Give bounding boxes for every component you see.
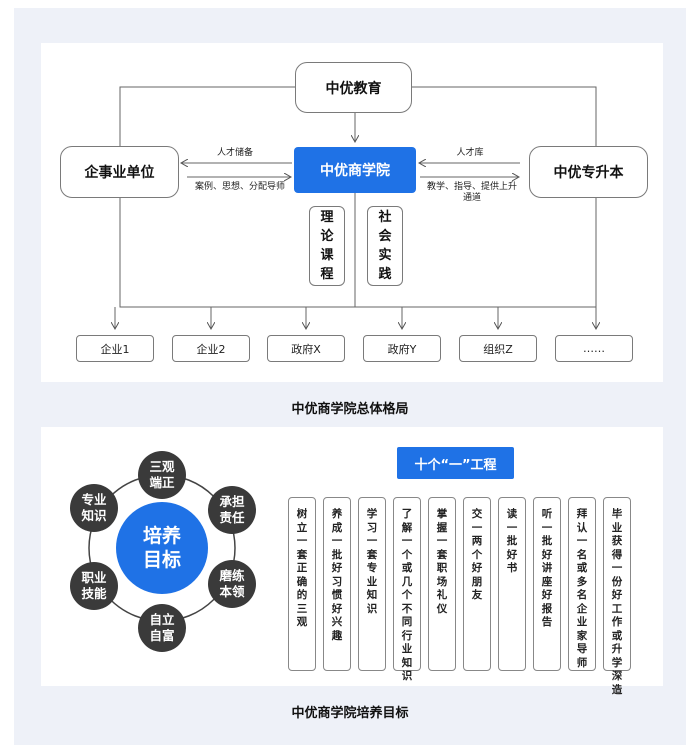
project-column-4: 了解一个或几个不同行业知识: [393, 497, 421, 682]
top-node: 中优教育: [295, 62, 412, 113]
left-node: 企事业单位: [60, 146, 179, 198]
project-column-7: 读一批好书: [498, 497, 526, 671]
project-column-2-label: 养成一批好习惯好兴趣: [331, 508, 343, 642]
orbit-node-6: 专业知识: [70, 484, 118, 532]
project-column-5-label: 掌握一套职场礼仪: [436, 508, 448, 615]
orbit-node-2-label: 承担责任: [219, 494, 245, 525]
social-practice-label: 社会实践: [378, 210, 392, 282]
orbit-node-3: 磨练本领: [208, 560, 256, 608]
leaf-node-2: 企业2: [172, 335, 250, 362]
orbit-node-4: 自立自富: [138, 604, 186, 652]
project-column-6-label: 交一两个好朋友: [471, 508, 483, 601]
project-column-1-label: 树立一套正确的三观: [296, 508, 308, 628]
orbit-node-1: 三观端正: [138, 451, 186, 499]
orbit-node-5: 职业技能: [70, 562, 118, 610]
project-column-10: 毕业获得一份好工作或升学深造: [603, 497, 631, 696]
structure-caption: 中优商学院总体格局: [291, 402, 409, 417]
project-column-1: 树立一套正确的三观: [288, 497, 316, 671]
goals-center-label: 培养目标: [142, 525, 181, 571]
ten-projects-header: 十个“一”工程: [397, 447, 514, 479]
goals-center-circle: 培养目标: [116, 502, 208, 594]
project-column-3-label: 学习一套专业知识: [366, 508, 378, 615]
project-column-9: 拜认一名或多名企业家导师: [568, 497, 596, 671]
leaf-node-1: 企业1: [76, 335, 154, 362]
project-column-6: 交一两个好朋友: [463, 497, 491, 671]
leaf-node-3: 政府X: [267, 335, 345, 362]
leaf-node-6: ……: [555, 335, 633, 362]
project-column-7-label: 读一批好书: [506, 508, 518, 574]
left-arrow-bottom-label: 案例、思想、分配导师: [194, 182, 285, 192]
orbit-node-3-label: 磨练本领: [219, 568, 245, 599]
orbit-node-5-label: 职业技能: [81, 570, 107, 601]
right-arrow-top-label: 人才库: [456, 148, 484, 158]
social-practice-box: 社会实践: [367, 206, 403, 286]
project-column-2: 养成一批好习惯好兴趣: [323, 497, 351, 671]
project-column-8-label: 听一批好讲座好报告: [541, 508, 553, 628]
orbit-node-2: 承担责任: [208, 486, 256, 534]
goals-caption: 中优商学院培养目标: [291, 706, 409, 721]
right-arrow-bottom-label: 教学、指导、提供上升通道: [426, 182, 517, 203]
project-column-5: 掌握一套职场礼仪: [428, 497, 456, 671]
orbit-node-1-label: 三观端正: [149, 459, 175, 490]
leaf-node-4: 政府Y: [363, 335, 441, 362]
center-node: 中优商学院: [294, 147, 416, 193]
theory-course-box: 理论课程: [309, 206, 345, 286]
orbit-node-6-label: 专业知识: [81, 492, 107, 523]
leaf-node-5: 组织Z: [459, 335, 537, 362]
right-node: 中优专升本: [529, 146, 648, 198]
loop-connector: [119, 86, 597, 308]
project-column-8: 听一批好讲座好报告: [533, 497, 561, 671]
project-column-10-label: 毕业获得一份好工作或升学深造: [611, 508, 623, 696]
left-arrow-top-label: 人才储备: [216, 148, 253, 158]
project-column-3: 学习一套专业知识: [358, 497, 386, 671]
theory-course-label: 理论课程: [320, 210, 334, 282]
project-column-4-label: 了解一个或几个不同行业知识: [401, 508, 413, 682]
orbit-node-4-label: 自立自富: [149, 612, 175, 643]
project-column-9-label: 拜认一名或多名企业家导师: [576, 508, 588, 669]
